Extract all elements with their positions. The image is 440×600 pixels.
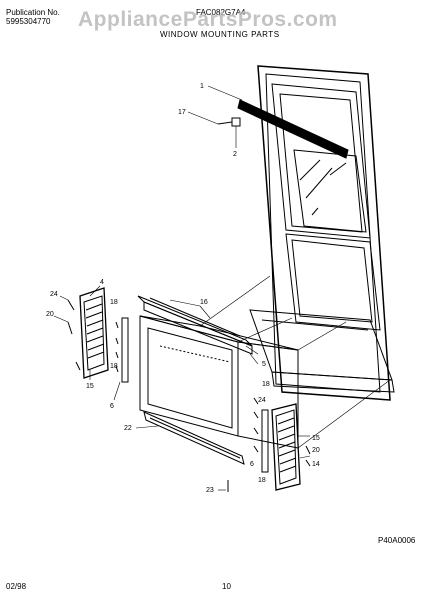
bottom-rail bbox=[143, 411, 245, 465]
callout-18-mid: 18 bbox=[110, 363, 118, 370]
model-number: FAC082G7A4 bbox=[196, 8, 246, 17]
callout-20-left: 20 bbox=[46, 311, 54, 318]
page-number: 10 bbox=[222, 582, 231, 591]
callout-22: 22 bbox=[124, 425, 132, 432]
callout-18-left: 18 bbox=[110, 299, 118, 306]
callout-20-right: 20 bbox=[312, 447, 320, 454]
callout-23: 23 bbox=[206, 487, 214, 494]
top-bracket bbox=[217, 117, 241, 127]
callout-1: 1 bbox=[200, 83, 204, 90]
right-side-curtain bbox=[261, 403, 301, 491]
top-seal-strip bbox=[237, 99, 349, 159]
callout-24-right: 24 bbox=[258, 397, 266, 404]
callout-24-left: 24 bbox=[50, 291, 58, 298]
projection-lines bbox=[199, 275, 391, 449]
top-rail bbox=[137, 295, 253, 355]
left-side-curtain bbox=[79, 287, 129, 383]
screws bbox=[67, 299, 311, 492]
section-title: WINDOW MOUNTING PARTS bbox=[160, 30, 280, 39]
figure-code: P40A0006 bbox=[378, 536, 416, 545]
publication-number: 5995304770 bbox=[6, 17, 51, 26]
callout-labels: 1 17 2 4 24 20 18 16 5 15 6 22 23 18 24 … bbox=[46, 83, 320, 494]
callout-6-left: 6 bbox=[110, 403, 114, 410]
watermark: AppliancePartsPros.com bbox=[78, 8, 338, 31]
callout-15-left: 15 bbox=[86, 383, 94, 390]
callout-18-bottom: 18 bbox=[258, 477, 266, 484]
leader-lines bbox=[53, 85, 311, 491]
footer-date: 02/98 bbox=[6, 582, 27, 591]
callout-18-right: 18 bbox=[262, 381, 270, 388]
callout-5: 5 bbox=[262, 361, 266, 368]
callout-6-right: 6 bbox=[250, 461, 254, 468]
window-frame bbox=[249, 65, 395, 401]
callout-4: 4 bbox=[100, 279, 104, 286]
callout-14: 14 bbox=[312, 461, 320, 468]
callout-17: 17 bbox=[178, 109, 186, 116]
callout-16: 16 bbox=[200, 299, 208, 306]
publication-label: Publication No. bbox=[6, 8, 60, 17]
callout-2: 2 bbox=[233, 151, 237, 158]
callout-15-right: 15 bbox=[312, 435, 320, 442]
